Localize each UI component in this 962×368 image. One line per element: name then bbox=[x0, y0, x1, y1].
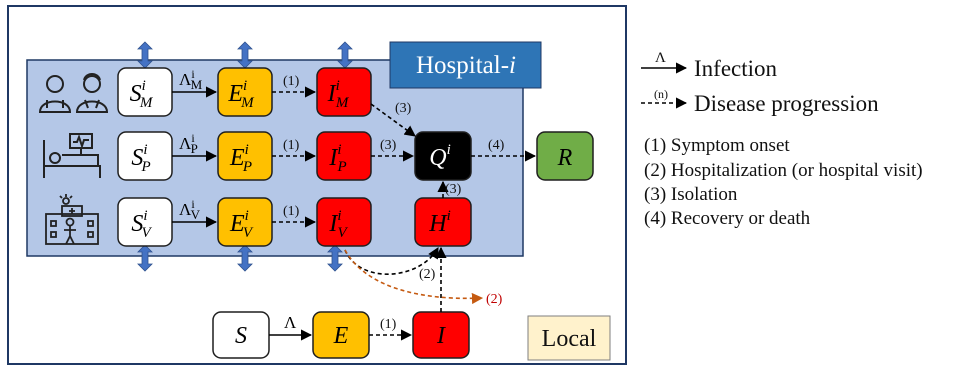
edge-label-isolation-p: (3) bbox=[380, 138, 397, 153]
hospital-label: Hospital-i bbox=[389, 41, 542, 89]
legend-infection-label: Infection bbox=[694, 56, 778, 81]
svg-text:Hi: Hi bbox=[428, 208, 451, 237]
compartment-r: R bbox=[536, 131, 594, 181]
legend-item: (3) Isolation bbox=[644, 184, 738, 205]
legend-item: (2) Hospitalization (or hospital visit) bbox=[644, 160, 923, 181]
svg-text:Local: Local bbox=[542, 326, 597, 352]
edge-label-onset-v: (1) bbox=[283, 204, 300, 219]
svg-text:Hospital-i: Hospital-i bbox=[416, 52, 516, 79]
svg-text:IiP: IiP bbox=[328, 142, 346, 175]
compartment-h: Hi bbox=[414, 197, 472, 247]
doctors-icon bbox=[38, 73, 109, 113]
compartment-e-local: E bbox=[312, 311, 370, 359]
svg-text:I: I bbox=[436, 323, 446, 349]
compartment-i-local: I bbox=[412, 311, 470, 359]
edge-label-onset-local: (1) bbox=[380, 317, 397, 332]
svg-text:EiP: EiP bbox=[229, 142, 252, 175]
edge-label-isolation-m: (3) bbox=[395, 101, 412, 116]
svg-text:R: R bbox=[557, 145, 573, 171]
legend-progression-label: Disease progression bbox=[694, 91, 879, 116]
svg-text:IiV: IiV bbox=[328, 208, 348, 241]
svg-text:SiV: SiV bbox=[131, 208, 152, 241]
hospital-bed-icon bbox=[43, 133, 101, 178]
legend-item: (1) Symptom onset bbox=[644, 135, 790, 156]
svg-text:E: E bbox=[333, 323, 349, 349]
local-hospitalization-arrow-v bbox=[344, 249, 484, 305]
rate-label-local: Λ bbox=[284, 313, 297, 332]
hospitalization-arrow-v bbox=[344, 247, 439, 275]
svg-text:SiM: SiM bbox=[130, 78, 154, 111]
legend-infection-symbol: Λ bbox=[655, 50, 666, 66]
hospital-visitor-icon bbox=[45, 194, 99, 245]
edge-label-recovery: (4) bbox=[488, 138, 505, 153]
svg-text:EiM: EiM bbox=[227, 78, 255, 111]
edge-label-isolation-h: (3) bbox=[445, 182, 462, 197]
svg-text:S: S bbox=[235, 323, 247, 349]
svg-text:SiP: SiP bbox=[131, 142, 150, 175]
compartment-q: Qi bbox=[414, 131, 472, 181]
compartment-s-local: S bbox=[212, 311, 270, 359]
svg-text:EiV: EiV bbox=[229, 208, 254, 241]
isolation-arrow-m bbox=[370, 103, 416, 137]
legend-item: (4) Recovery or death bbox=[644, 208, 811, 229]
local-label: Local bbox=[527, 315, 611, 361]
legend: Λ Infection (n) Disease progression (1) … bbox=[641, 50, 923, 229]
legend-progression-symbol: (n) bbox=[654, 87, 668, 101]
svg-text:Qi: Qi bbox=[429, 142, 451, 171]
edge-label-hospitalization: (2) bbox=[419, 267, 436, 282]
edge-label-onset-p: (1) bbox=[283, 138, 300, 153]
svg-text:IiM: IiM bbox=[327, 78, 350, 111]
edge-label-onset-m: (1) bbox=[283, 74, 300, 89]
edge-label-local-hospitalization: (2) bbox=[486, 292, 503, 307]
